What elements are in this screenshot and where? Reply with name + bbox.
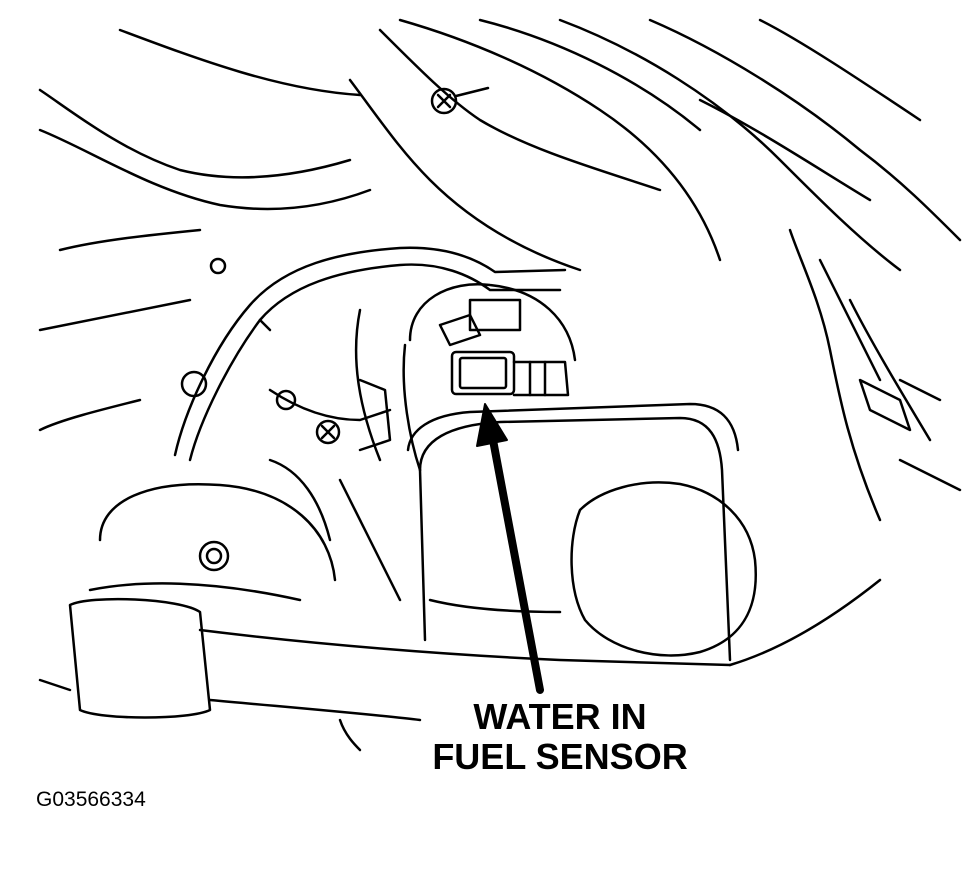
callout-line-1: WATER IN <box>473 696 647 737</box>
right-side-tubes <box>788 228 962 522</box>
water-in-fuel-sensor <box>450 350 570 397</box>
fuel-filter-housing <box>354 283 577 472</box>
mounting-bracket <box>180 257 392 452</box>
figure-id: G03566334 <box>36 788 146 811</box>
callout-label: WATER IN FUEL SENSOR <box>395 697 725 777</box>
callout-line-2: FUEL SENSOR <box>432 736 688 777</box>
lower-left-housing <box>268 458 402 752</box>
fuel-hose <box>173 246 567 462</box>
reservoir-tank <box>406 402 740 662</box>
reservoir-cap <box>570 481 757 657</box>
crossmember-tube <box>38 578 882 722</box>
callout-arrow <box>476 403 544 694</box>
upper-body-panel <box>38 28 372 432</box>
air-duct <box>348 18 962 272</box>
engine-mount <box>88 483 337 602</box>
bolt-top <box>430 86 490 115</box>
